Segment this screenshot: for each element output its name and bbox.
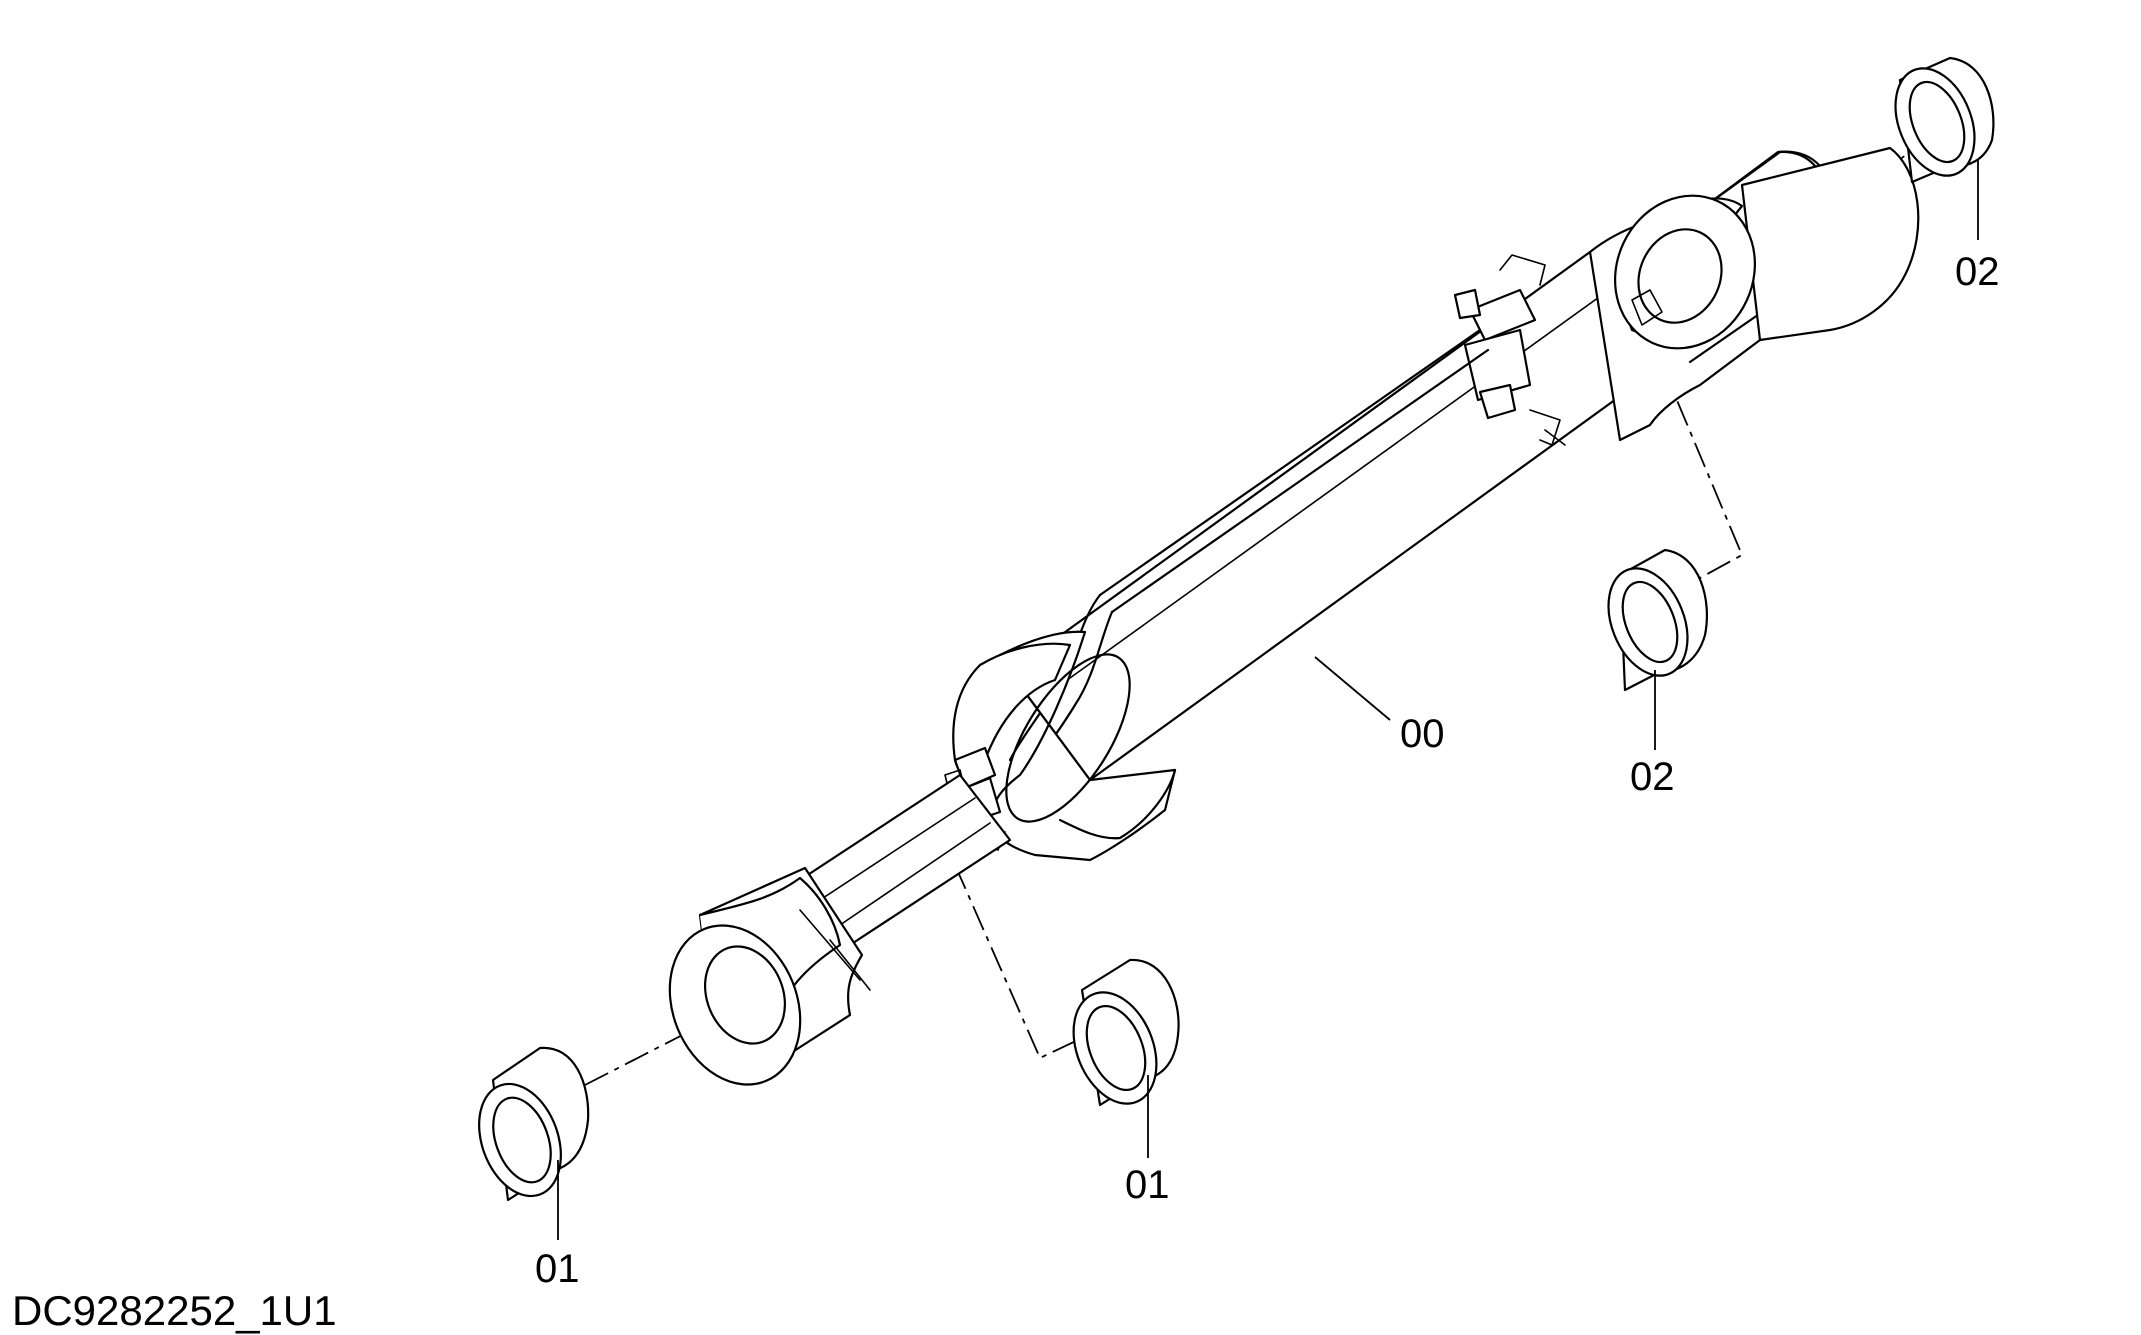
callout-bushing-rod-side: 01 xyxy=(1125,1163,1170,1207)
leader-lines xyxy=(557,160,1979,1240)
bushing-head-side xyxy=(1607,548,1709,692)
bushing-rod-end xyxy=(478,1046,590,1202)
bushing-head-end xyxy=(1894,56,1995,184)
callout-bushing-head-end: 02 xyxy=(1955,250,2000,294)
callout-bushing-head-side: 02 xyxy=(1630,755,1675,799)
callout-cylinder: 00 xyxy=(1400,712,1445,756)
callout-bushing-rod-end: 01 xyxy=(535,1247,580,1291)
hydraulic-cylinder xyxy=(668,146,1920,1086)
drawing-code: DC9282252_1U1 xyxy=(12,1287,337,1334)
bushing-rod-side xyxy=(1072,958,1180,1107)
